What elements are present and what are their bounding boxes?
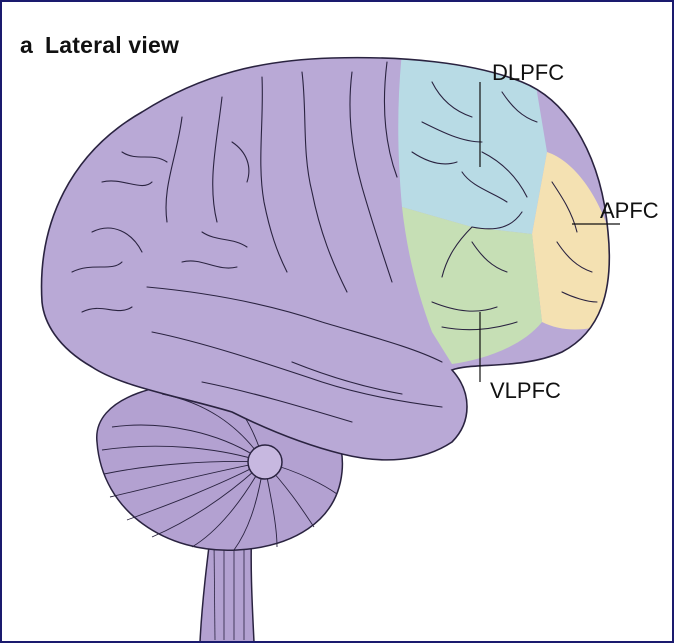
vlpfc-label: VLPFC xyxy=(490,378,561,403)
leader-lines xyxy=(479,82,620,382)
panel-title: a Lateral view xyxy=(20,32,179,59)
brainstem-lines xyxy=(213,537,245,641)
dlpfc-label: DLPFC xyxy=(492,60,565,85)
apfc-region xyxy=(532,152,610,330)
cerebellar-peduncle xyxy=(247,444,283,480)
panel-letter: a xyxy=(20,32,33,58)
brainstem xyxy=(199,521,255,641)
apfc-label: APFC xyxy=(600,198,659,223)
dlpfc-region xyxy=(398,57,547,234)
panel-title-text: Lateral view xyxy=(45,32,180,58)
cortical-sulci xyxy=(71,61,598,423)
